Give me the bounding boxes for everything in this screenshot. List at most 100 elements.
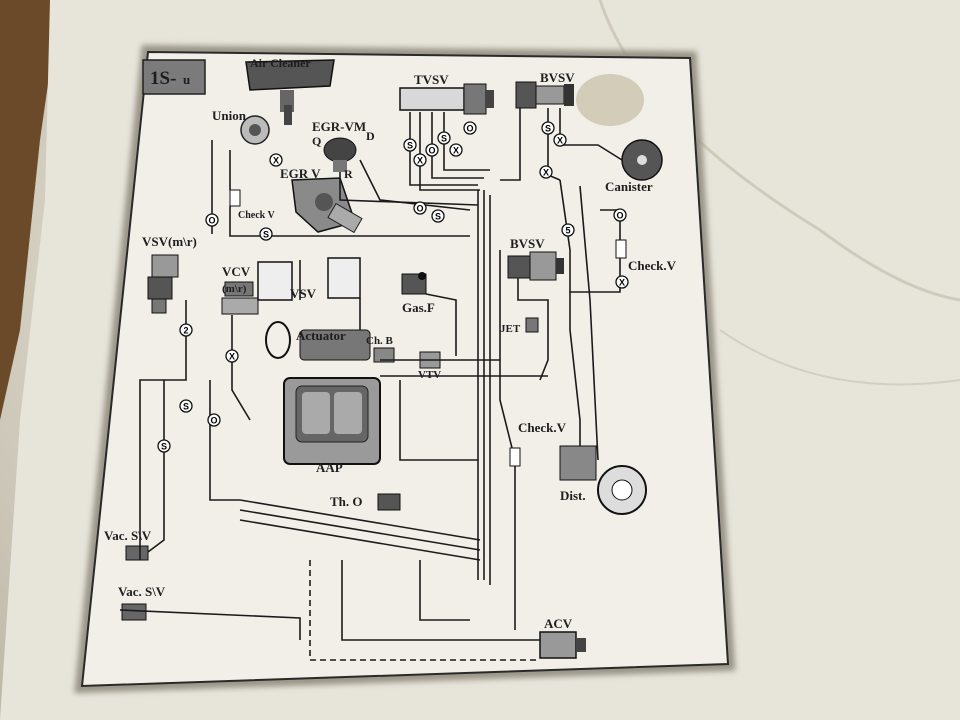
check-valve-lower xyxy=(509,447,521,467)
port-marker xyxy=(225,349,239,363)
bvsv-top xyxy=(515,81,574,109)
vac-sv-1 xyxy=(125,545,149,561)
canister xyxy=(621,139,663,181)
aap-label: AAP xyxy=(316,460,343,475)
port-marker xyxy=(269,153,283,167)
vac-sv-2-label: Vac. S\V xyxy=(118,584,166,599)
model-badge-text: 1S- xyxy=(150,68,176,89)
bvsv-mid-label: BVSV xyxy=(510,236,545,251)
canister-label: Canister xyxy=(605,179,653,194)
port-marker-symbol: S xyxy=(407,141,413,151)
port-marker xyxy=(413,153,427,167)
union xyxy=(240,115,270,145)
port-marker-symbol: X xyxy=(557,136,563,146)
port-marker xyxy=(553,133,567,147)
air-cleaner-label: Air Cleaner xyxy=(250,56,311,70)
vsv-mr-label: VSV(m\r) xyxy=(142,234,197,249)
port-marker-symbol: O xyxy=(416,204,423,214)
port-marker xyxy=(205,213,219,227)
check-valve-left-label: Check V xyxy=(238,210,276,221)
model-badge xyxy=(142,59,206,95)
port-marker xyxy=(431,209,445,223)
port-marker xyxy=(179,323,193,337)
distributor xyxy=(559,445,647,515)
port-marker xyxy=(539,165,553,179)
port-marker xyxy=(437,131,451,145)
port-marker xyxy=(207,413,221,427)
jet xyxy=(525,317,539,333)
egr-v-label: EGR V xyxy=(280,166,321,181)
port-marker-symbol: S xyxy=(263,230,269,240)
check-valve-right xyxy=(615,239,627,259)
check-valve-left xyxy=(229,189,241,207)
vtv-label: VTV xyxy=(418,369,441,381)
actuator xyxy=(265,321,371,361)
port-marker-symbol: O xyxy=(466,124,473,134)
port-marker-symbol: O xyxy=(616,211,623,221)
port-marker-symbol: S xyxy=(545,124,551,134)
actuator-label: Actuator xyxy=(296,328,346,343)
egr-vm-q-label: Q xyxy=(312,134,321,148)
port-marker xyxy=(615,275,629,289)
vac-sv-1-label: Vac. S\V xyxy=(104,528,152,543)
port-marker-symbol: X xyxy=(273,156,279,166)
ch-b xyxy=(373,347,395,363)
port-marker xyxy=(413,201,427,215)
port-marker-symbol: X xyxy=(229,352,235,362)
model-badge-suffix: u xyxy=(183,72,190,87)
gas-filter-label: Gas.F xyxy=(402,300,435,315)
port-marker xyxy=(613,208,627,222)
port-marker-symbol: 2 xyxy=(183,326,188,336)
check-valve-right-label: Check.V xyxy=(628,258,677,273)
bvsv-mid xyxy=(507,251,564,281)
port-marker-symbol: 5 xyxy=(565,226,570,236)
port-marker-symbol: O xyxy=(428,146,435,156)
tvsv xyxy=(399,83,494,115)
port-marker xyxy=(179,399,193,413)
th-o xyxy=(377,493,401,511)
egr-vm xyxy=(323,137,357,172)
acv-label: ACV xyxy=(544,616,573,631)
vac-sv-2 xyxy=(121,603,147,621)
distributor-label: Dist. xyxy=(560,488,586,503)
check-valve-lower-label: Check.V xyxy=(518,420,567,435)
ch-b-label: Ch. B xyxy=(366,335,394,347)
port-marker xyxy=(463,121,477,135)
bvsv-top-label: BVSV xyxy=(540,70,575,85)
port-marker xyxy=(449,143,463,157)
port-marker-symbol: X xyxy=(543,168,549,178)
union-label: Union xyxy=(212,108,247,123)
vcv-mr-label: (m\r) xyxy=(222,283,247,295)
egr-v-r-label: R xyxy=(344,167,353,181)
vcv-label: VCV xyxy=(222,264,251,279)
vsv xyxy=(257,257,361,301)
tvsv-label: TVSV xyxy=(414,72,449,87)
port-marker xyxy=(259,227,273,241)
port-marker-symbol: S xyxy=(161,442,167,452)
port-marker-symbol: S xyxy=(183,402,189,412)
aap-carburetor xyxy=(283,377,381,465)
port-marker xyxy=(403,138,417,152)
port-marker-symbol: O xyxy=(210,416,217,426)
jet-label: JET xyxy=(500,323,521,335)
port-marker-symbol: X xyxy=(453,146,459,156)
vsv-label: VSV xyxy=(290,286,317,301)
gas-filter xyxy=(401,272,427,295)
port-marker-symbol: O xyxy=(208,216,215,226)
th-o-label: Th. O xyxy=(330,494,363,509)
table-edge xyxy=(0,0,60,420)
port-marker-symbol: S xyxy=(435,212,441,222)
egr-vm-label: EGR-VM xyxy=(312,119,366,134)
port-marker-symbol: S xyxy=(441,134,447,144)
port-marker xyxy=(425,143,439,157)
egr-vm-d-label: D xyxy=(366,129,375,143)
port-marker-symbol: X xyxy=(417,156,423,166)
stain xyxy=(576,74,644,126)
paper-fold xyxy=(719,329,960,386)
port-marker xyxy=(561,223,575,237)
vsv-mr xyxy=(147,254,179,314)
diagram-frame xyxy=(80,50,730,688)
air-cleaner xyxy=(245,59,335,125)
